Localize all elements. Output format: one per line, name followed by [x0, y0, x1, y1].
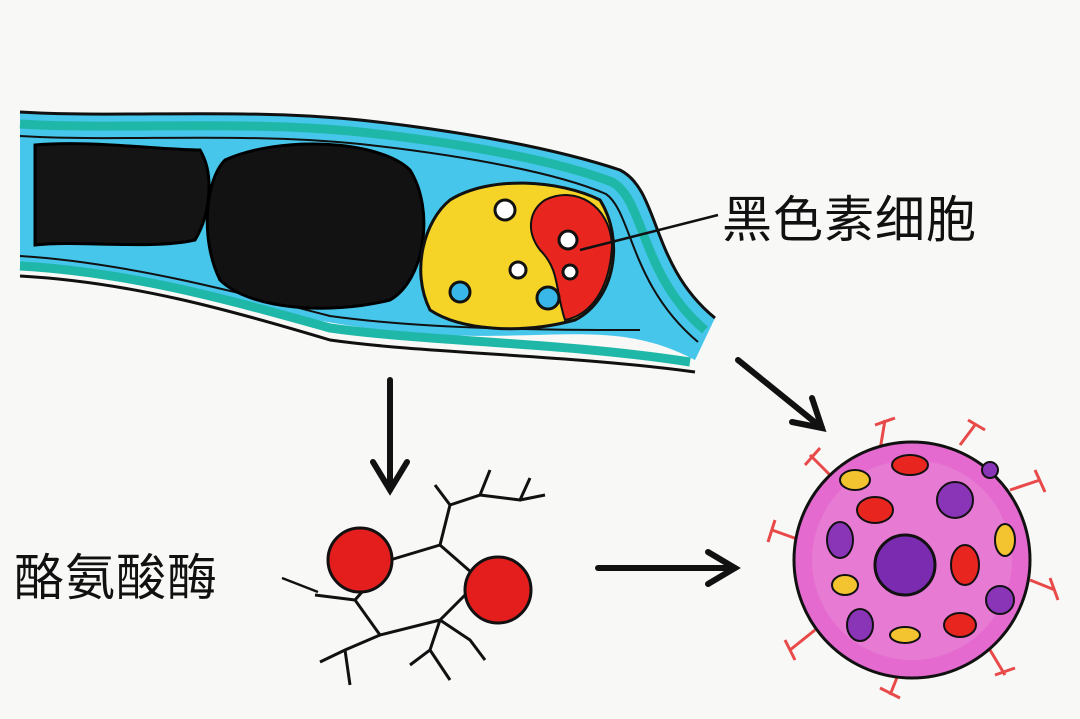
melanocyte-leader-line — [579, 213, 719, 252]
melanocyte-cell — [419, 181, 616, 331]
pigment-mass-2 — [205, 142, 426, 310]
arrow-down — [370, 377, 410, 496]
arrow-right — [595, 549, 741, 587]
melanocyte-label: 黑色素细胞 — [722, 191, 977, 249]
pigment-mass-1 — [33, 142, 211, 247]
arrow-diagonal — [735, 357, 827, 432]
tyrosinase-leader-line — [281, 576, 319, 594]
tyrosinase-molecule — [314, 469, 546, 686]
tyrosinase-label: 酪氨酸酶 — [14, 549, 218, 607]
tumor-cell — [766, 416, 1060, 700]
